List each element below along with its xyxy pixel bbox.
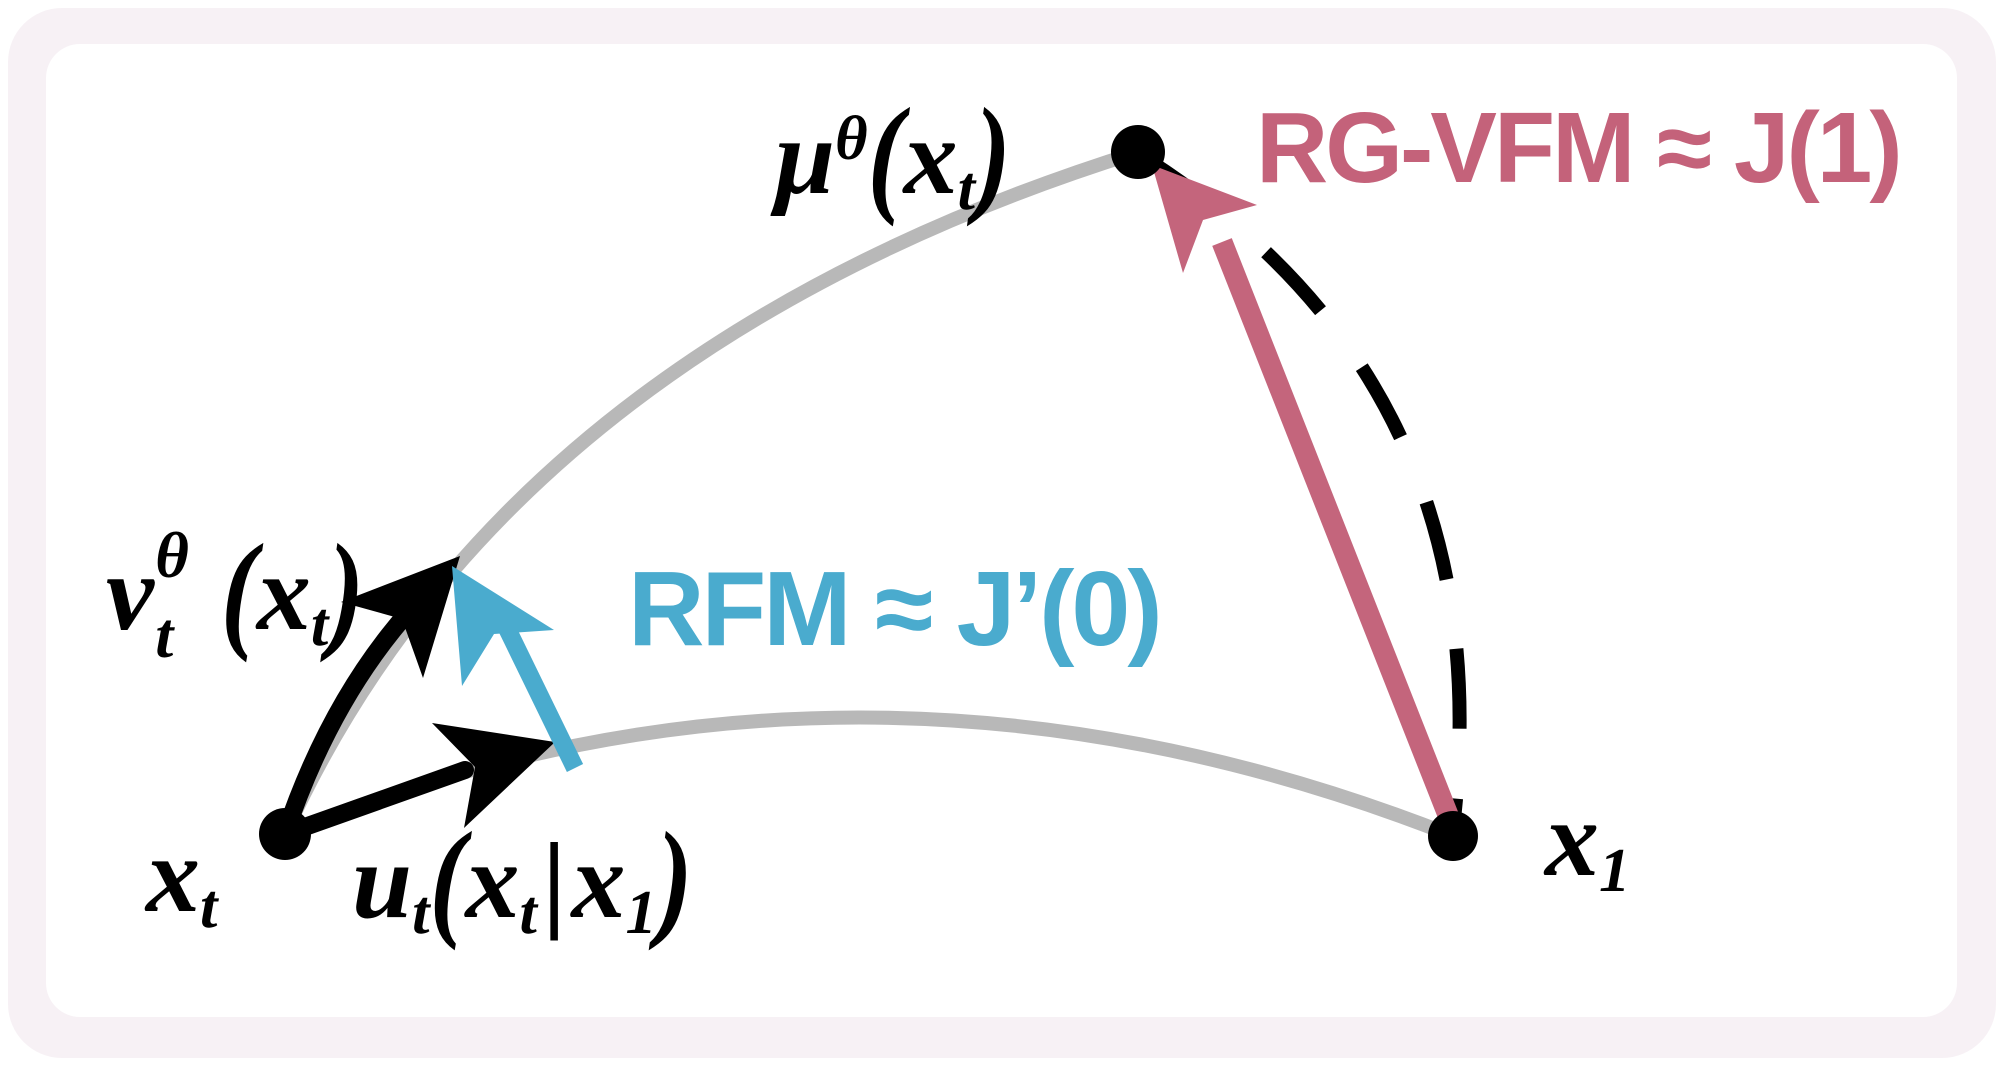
rfm-arrow — [452, 566, 584, 772]
xt-sub: t — [200, 870, 218, 941]
u-arg2: x — [571, 822, 626, 941]
u-arrow — [276, 723, 555, 843]
label-mu-theta-xt: μθ(xt) — [775, 89, 1011, 221]
dashed-arc-mu-to-x1 — [1144, 154, 1467, 829]
geodesic-xt-to-mu — [278, 145, 1145, 841]
v-open-paren: ( — [220, 518, 257, 664]
label-rgvfm: RG-VFM ≈ J(1) — [1256, 92, 1903, 204]
u-open-paren: ( — [429, 806, 466, 952]
xt-base: x — [146, 816, 200, 935]
u-arg2-sub: 1 — [625, 876, 657, 947]
mu-open-paren: ( — [867, 82, 904, 228]
v-arg: x — [256, 534, 311, 654]
u-arrow-shaft — [276, 761, 474, 843]
u-close-paren: ) — [656, 806, 693, 952]
point-x1 — [1428, 811, 1478, 861]
u-bar: | — [542, 822, 567, 941]
rfm-arrowhead — [452, 566, 554, 686]
v-close-paren: ) — [328, 518, 365, 664]
label-x1: x1 — [1545, 786, 1630, 901]
label-ut: ut(xt|x1) — [352, 813, 693, 945]
rfm-arrow-shaft — [491, 610, 584, 772]
mu-arg-sub: t — [957, 152, 975, 223]
v-arrow — [276, 556, 460, 843]
u-arrowhead — [432, 723, 555, 828]
mu-sup: θ — [835, 102, 868, 173]
v-base: v — [106, 534, 154, 654]
u-base: u — [352, 822, 413, 941]
u-arg1: x — [465, 822, 520, 941]
v-sup: θ — [155, 520, 189, 592]
rgvfm-arrowhead — [1152, 165, 1257, 273]
x1-sub: 1 — [1599, 834, 1631, 905]
v-arrow-shaft — [276, 601, 419, 843]
u-sub: t — [412, 876, 430, 947]
v-arg-sub: t — [310, 588, 329, 659]
x1-base: x — [1545, 780, 1599, 899]
label-rfm: RFM ≈ J’(0) — [628, 550, 1163, 668]
rgvfm-arrow-shaft — [1212, 238, 1460, 824]
point-xt — [259, 808, 311, 860]
mu-arg: x — [903, 98, 958, 217]
mu-base: μ — [775, 98, 836, 217]
mu-close-paren: ) — [974, 82, 1011, 228]
v-arrowhead — [341, 556, 460, 678]
rgvfm-arrow — [1152, 165, 1460, 824]
u-arg1-sub: t — [519, 876, 537, 947]
v-sub: t — [155, 600, 174, 672]
point-mu — [1111, 125, 1165, 179]
label-xt: xt — [146, 822, 217, 937]
